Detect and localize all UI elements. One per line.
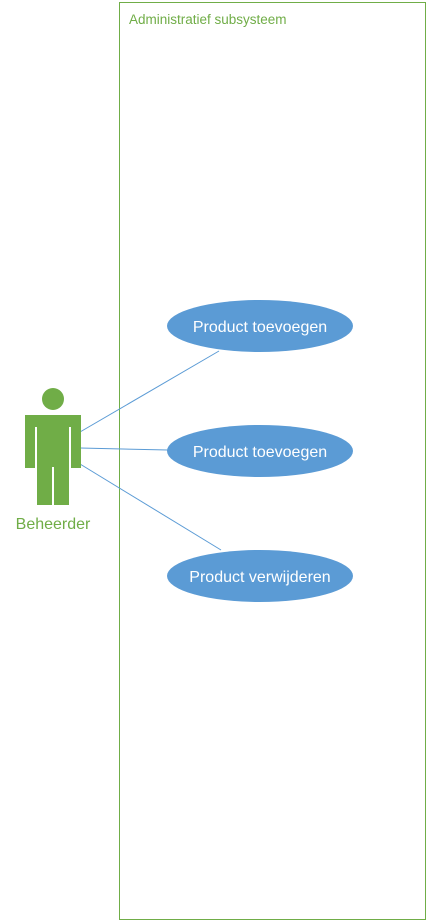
use-case-label: Product toevoegen bbox=[193, 444, 327, 461]
association-line bbox=[79, 463, 222, 551]
use-case-ellipse bbox=[167, 425, 353, 477]
system-boundary bbox=[119, 2, 426, 920]
use-case-label: Product verwijderen bbox=[189, 569, 330, 586]
association-line bbox=[79, 447, 169, 451]
use-case-label: Product toevoegen bbox=[193, 319, 327, 336]
use-case-product-add-1: Product toevoegen bbox=[167, 300, 353, 352]
stick-figure-person-icon bbox=[25, 388, 81, 505]
use-case-ellipse bbox=[167, 300, 353, 352]
association-line bbox=[79, 350, 220, 433]
use-case-ellipse bbox=[167, 550, 353, 602]
use-case-product-remove: Product verwijderen bbox=[167, 550, 353, 602]
actor-label: Beheerder bbox=[16, 516, 91, 533]
use-case-product-add-2: Product toevoegen bbox=[167, 425, 353, 477]
system-title: Administratief subsysteem bbox=[129, 12, 287, 27]
